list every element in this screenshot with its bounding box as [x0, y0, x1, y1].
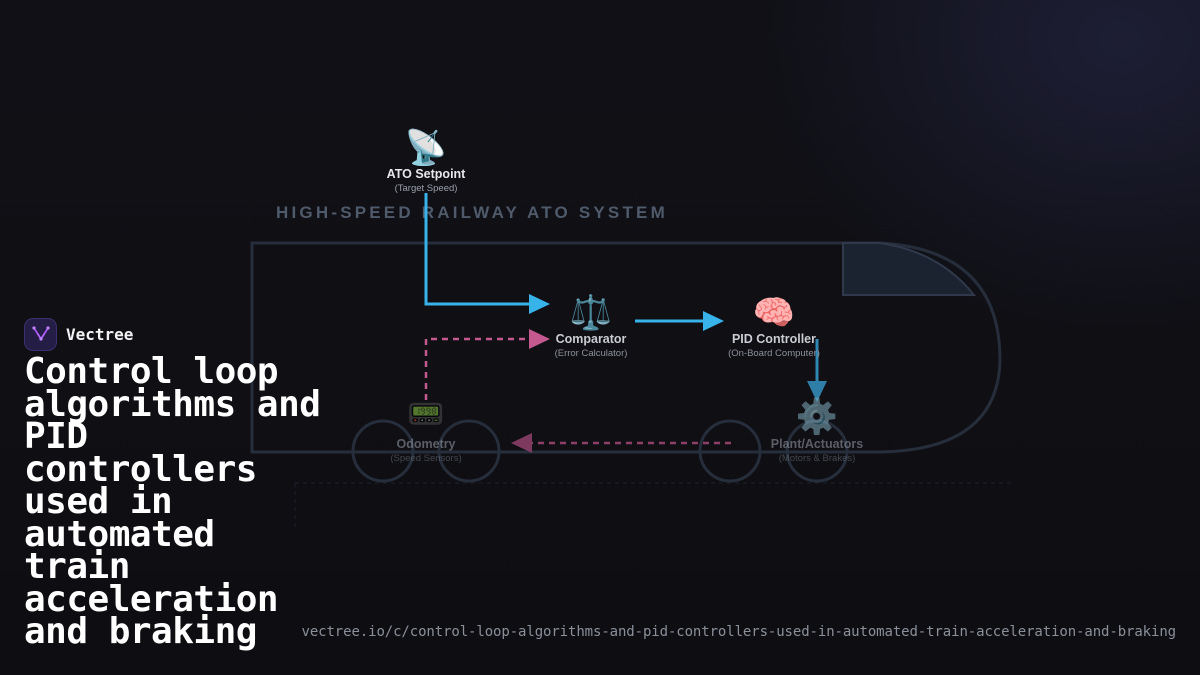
node-sublabel: (Motors & Brakes) [779, 453, 856, 464]
brain-icon: 🧠 [753, 293, 795, 333]
pager-display-icon: 📟 [407, 397, 444, 432]
node-plant-actuators: ⚙️ Plant/Actuators (Motors & Brakes) [771, 397, 863, 464]
node-odometry: 📟 Odometry (Speed Sensors) [390, 397, 461, 464]
train-wheel [351, 419, 415, 483]
article-url: vectree.io/c/control-loop-algorithms-and… [301, 624, 1176, 640]
train-windshield [842, 242, 977, 296]
train-outline [250, 241, 1015, 530]
arrowhead [511, 433, 532, 453]
node-label: Odometry [396, 437, 455, 451]
connectors [424, 193, 827, 453]
train-wheel [698, 419, 762, 483]
setpoint-to-comparator-arrow [424, 193, 530, 306]
odometry-to-comparator-feedback-arrow [424, 337, 530, 400]
gear-icon: ⚙️ [796, 397, 838, 437]
node-sublabel: (Speed Sensors) [390, 453, 461, 464]
train-wheel [785, 419, 849, 483]
node-sublabel: (Error Calculator) [555, 348, 628, 359]
brand-name: Vectree [66, 324, 134, 344]
train-body [250, 241, 1002, 454]
balance-scale-icon: ⚖️ [570, 293, 612, 333]
brand: Vectree [24, 317, 133, 351]
arrowhead [529, 294, 550, 314]
node-label: PID Controller [732, 332, 816, 346]
arrowhead [529, 329, 550, 349]
node-label: Comparator [556, 332, 627, 346]
arrowhead [807, 381, 827, 402]
page-headline: Control loop algorithms and PID controll… [24, 351, 321, 652]
diagram-title: HIGH-SPEED RAILWAY ATO SYSTEM [276, 203, 668, 222]
train-wheel [437, 419, 501, 483]
node-setpoint: 📡 ATO Setpoint (Target Speed) [387, 126, 467, 194]
node-sublabel: (On-Board Computer) [728, 348, 820, 359]
arrowhead [703, 311, 724, 331]
node-comparator: ⚖️ Comparator (Error Calculator) [555, 293, 628, 359]
node-label: ATO Setpoint [387, 167, 467, 181]
node-sublabel: (Target Speed) [395, 183, 458, 194]
node-pid-controller: 🧠 PID Controller (On-Board Computer) [728, 293, 820, 359]
satellite-dish-icon: 📡 [405, 126, 447, 168]
v-network-logo-icon [24, 317, 57, 351]
node-label: Plant/Actuators [771, 437, 863, 451]
